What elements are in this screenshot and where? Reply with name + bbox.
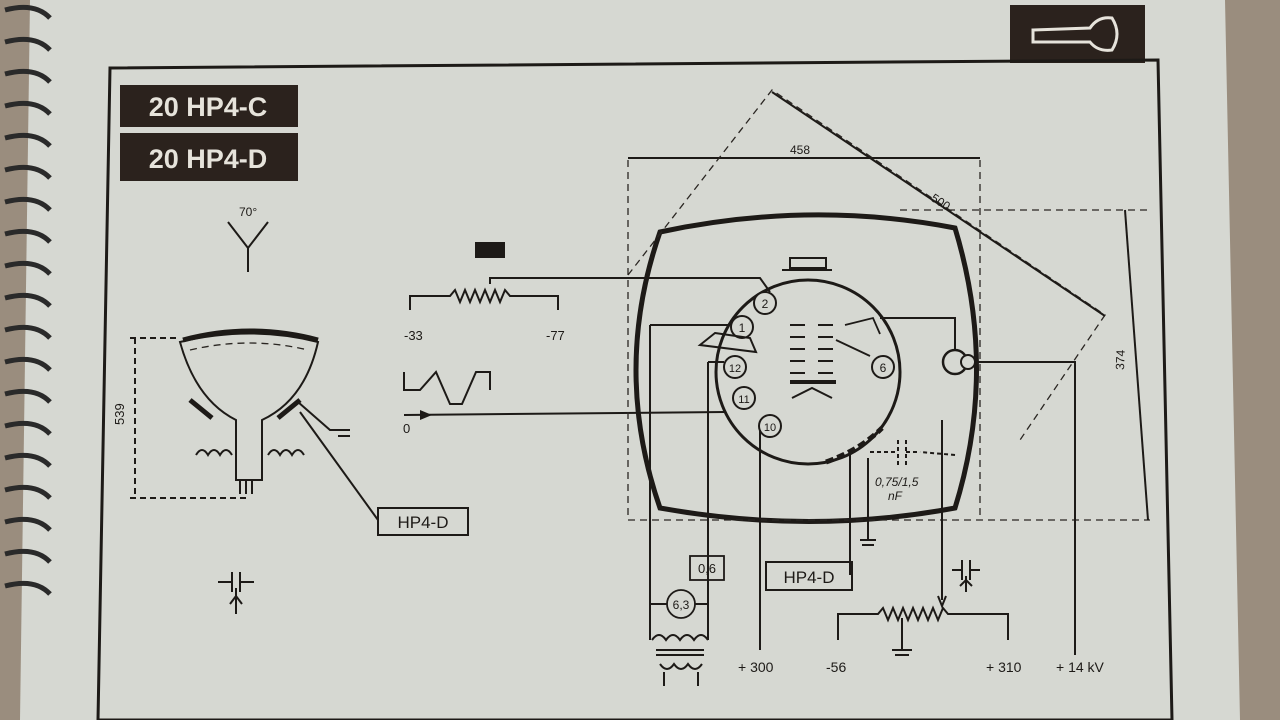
svg-text:2: 2 <box>762 297 769 311</box>
capacitance-symbol <box>870 440 956 466</box>
voltage-anode: + 14 kV <box>1056 659 1105 675</box>
focus-resistor <box>837 605 1009 640</box>
diagram-frame <box>96 58 1174 720</box>
pin-6: 6 <box>871 355 895 379</box>
grid-bias-a: -33 <box>404 328 423 343</box>
voltage-plus-300: + 300 <box>738 659 774 675</box>
variant-box-left <box>377 507 469 536</box>
video-waveform <box>403 370 491 405</box>
heater-current: 0,6 <box>698 561 716 576</box>
ion-trap-icon <box>782 257 832 271</box>
pin-12: 12 <box>723 355 747 379</box>
svg-text:6: 6 <box>880 361 887 375</box>
heater-current-box <box>689 555 725 581</box>
width-dimension: 458 <box>790 143 810 157</box>
grid-symbol <box>475 242 505 258</box>
title-d: 20 HP4-D <box>149 144 268 174</box>
depth-dimension: 539 <box>112 403 127 425</box>
electrode-structure <box>790 316 881 399</box>
section-tab <box>1010 5 1145 63</box>
aquadag-coating <box>825 426 884 465</box>
title-block-c <box>120 85 298 127</box>
deflection-angle-icon: 70° <box>227 205 269 272</box>
svg-text:11: 11 <box>738 394 749 406</box>
pin-1: 1 <box>730 315 754 339</box>
pin-11: 11 <box>732 386 756 410</box>
svg-text:12: 12 <box>729 363 741 375</box>
pin-2: 2 <box>753 291 777 315</box>
crt-tube-icon <box>1031 16 1119 52</box>
title-c: 20 HP4-C <box>149 92 268 122</box>
capacitance-unit: nF <box>888 489 903 503</box>
variant-label-right: HP4-D <box>783 568 834 587</box>
grid-bias-b: -77 <box>546 328 565 343</box>
capacitance-value: 0,75/1,5 <box>875 475 919 489</box>
height-dimension: 374 <box>1113 349 1128 370</box>
voltage-minus-56: -56 <box>826 659 846 675</box>
variant-label-left: HP4-D <box>397 513 448 532</box>
pointer-line <box>299 411 379 521</box>
cathode-signal-label: 0 <box>403 421 410 436</box>
title-block-d <box>120 133 298 181</box>
capacitor-icon <box>218 572 254 614</box>
grid-bias-resistor <box>409 287 559 310</box>
spiral-binding <box>4 4 52 596</box>
svg-text:10: 10 <box>764 422 776 434</box>
deflection-angle-label: 70° <box>239 205 257 219</box>
voltage-plus-310: + 310 <box>986 659 1022 675</box>
screen-outline <box>633 212 979 524</box>
focus-capacitor-icon <box>952 560 980 592</box>
paper-sheet <box>20 0 1240 720</box>
heater-transformer-icon <box>651 634 709 686</box>
tube-profile: 539 <box>112 328 350 499</box>
heater-voltage: 6,3 <box>673 598 690 612</box>
variant-box-right <box>765 561 853 591</box>
svg-text:1: 1 <box>739 321 746 335</box>
pin-10: 10 <box>758 414 782 438</box>
tube-base <box>714 278 902 466</box>
